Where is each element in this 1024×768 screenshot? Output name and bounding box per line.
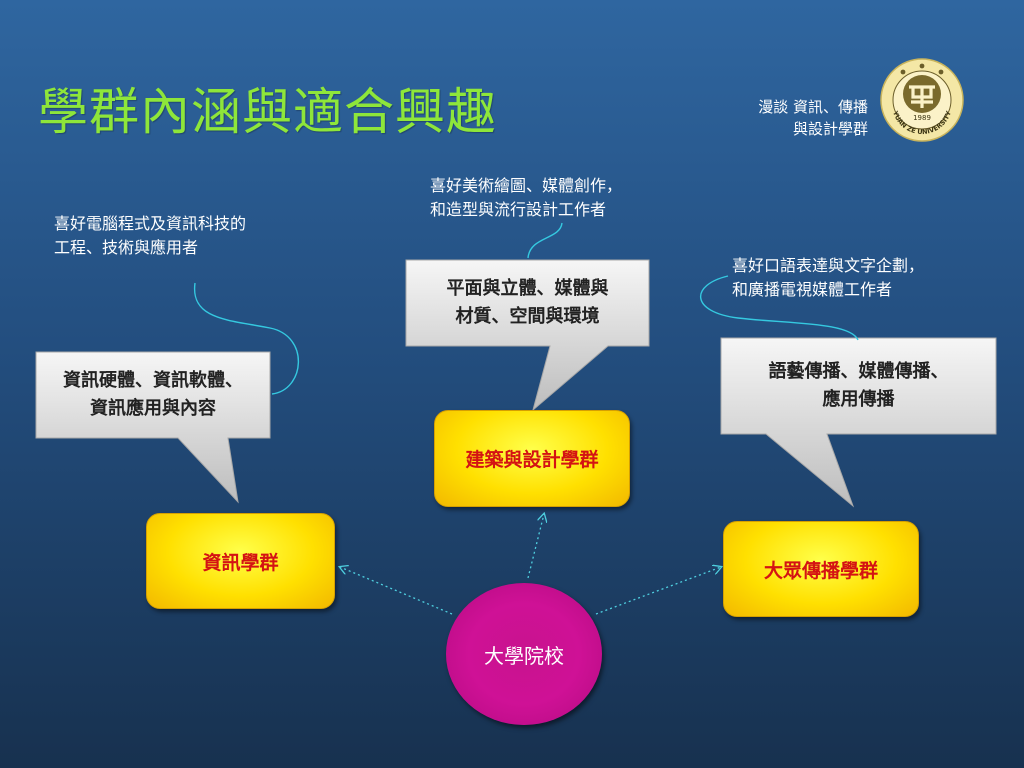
bubble-media-line-1: 語藝傳播、媒體傳播、 — [768, 361, 949, 382]
subtitle-line-2: 與設計學群 — [792, 120, 868, 138]
bubble-text-media: 語藝傳播、媒體傳播、 應用傳播 — [721, 338, 996, 434]
group-box-media[interactable]: 大眾傳播學群 — [723, 521, 919, 617]
note-design-line-1: 喜好美術繪圖、媒體創作， — [430, 176, 623, 195]
note-media-line-1: 喜好口語表達與文字企劃， — [732, 256, 925, 275]
note-design-line-2: 和造型與流行設計工作者 — [430, 200, 607, 219]
logo-year: 1989 — [913, 114, 931, 122]
callout-bubble-design — [405, 259, 650, 412]
group-box-info[interactable]: 資訊學群 — [146, 513, 335, 609]
callout-bubble-info — [35, 351, 271, 504]
callout-bubble-media — [720, 337, 997, 508]
center-label: 大學院校 — [484, 643, 564, 668]
center-node-university[interactable]: 大學院校 — [446, 583, 602, 725]
bubble-media-line-2: 應用傳播 — [822, 389, 895, 410]
note-design: 喜好美術繪圖、媒體創作， 和造型與流行設計工作者 — [430, 174, 622, 222]
note-info-line-2: 工程、技術與應用者 — [54, 238, 199, 257]
slide-title: 學群內涵與適合興趣 — [38, 83, 497, 141]
note-connector-info — [194, 282, 300, 395]
note-media: 喜好口語表達與文字企劃， 和廣播電視媒體工作者 — [732, 254, 924, 302]
arrow-to-media — [595, 567, 721, 615]
note-media-line-2: 和廣播電視媒體工作者 — [732, 280, 893, 299]
group-label-media: 大眾傳播學群 — [763, 559, 878, 582]
bubble-design-line-1: 平面與立體、媒體與 — [446, 278, 609, 299]
university-seal-logo: 1989 YUAN ZE UNIVERSITY — [880, 58, 964, 142]
note-info-line-1: 喜好電腦程式及資訊科技的 — [54, 214, 247, 233]
bubble-text-info: 資訊硬體、資訊軟體、 資訊應用與內容 — [36, 352, 270, 438]
bubble-text-design: 平面與立體、媒體與 材質、空間與環境 — [406, 260, 649, 346]
subtitle-line-1: 漫談 資訊、傳播 — [758, 98, 868, 116]
group-box-design[interactable]: 建築與設計學群 — [434, 410, 630, 507]
group-label-design: 建築與設計學群 — [465, 449, 599, 471]
arrow-to-info — [340, 567, 453, 615]
bubble-design-line-2: 材質、空間與環境 — [455, 306, 600, 327]
bubble-info-line-2: 資訊應用與內容 — [90, 398, 216, 419]
group-label-info: 資訊學群 — [202, 551, 279, 574]
note-info: 喜好電腦程式及資訊科技的 工程、技術與應用者 — [54, 212, 246, 260]
note-connector-media — [699, 275, 859, 341]
bubble-info-line-1: 資訊硬體、資訊軟體、 — [63, 370, 243, 391]
note-connector-design — [527, 222, 563, 259]
arrow-to-design — [527, 514, 544, 579]
slide-subtitle: 漫談 資訊、傳播 與設計學群 — [758, 96, 868, 140]
